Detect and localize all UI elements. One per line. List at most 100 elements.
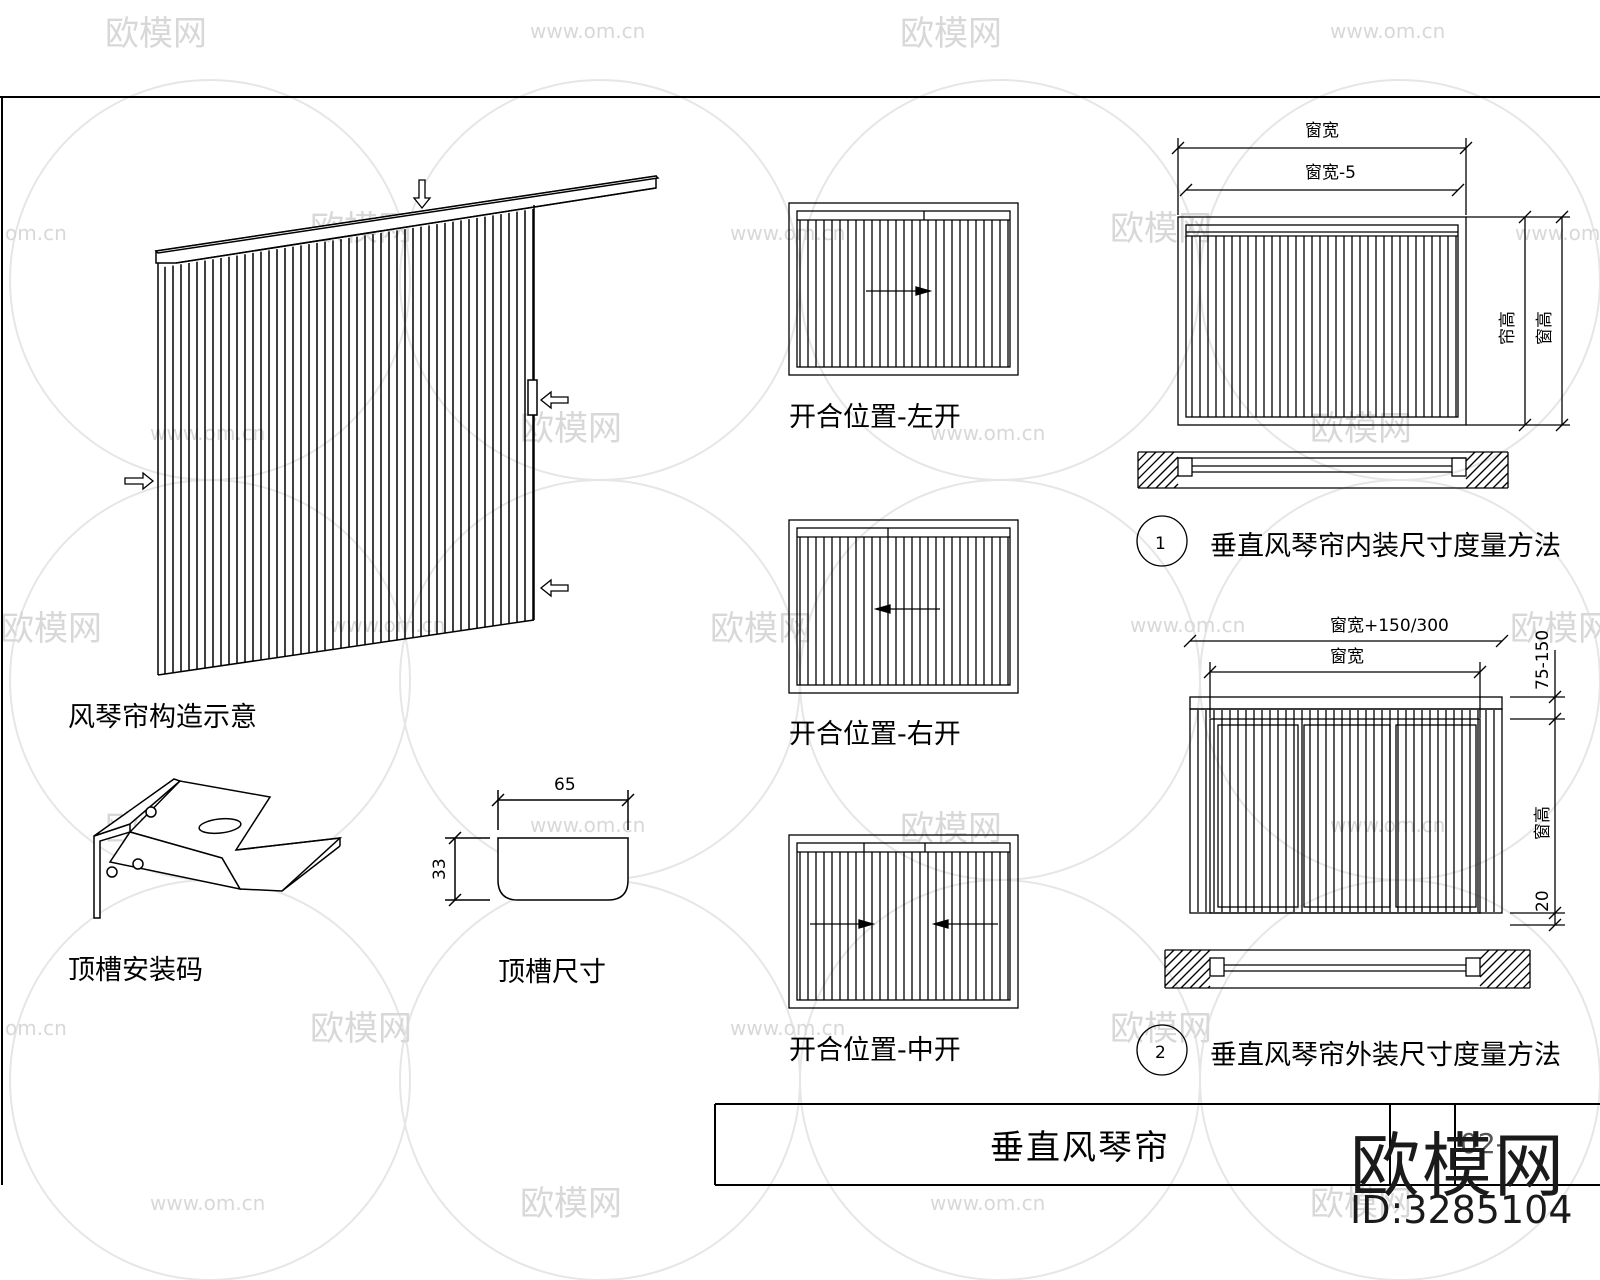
- arrow-left: [124, 471, 155, 491]
- inside-dim-width-minus: 窗宽-5: [1305, 163, 1356, 183]
- watermark-brand: 欧模网: [1510, 609, 1600, 649]
- bracket-label: 顶槽安装码: [68, 955, 203, 986]
- watermark-url: www.om.cn: [150, 1191, 265, 1215]
- wall-hatch: [1486, 949, 1526, 989]
- open-position-left-view: [788, 202, 1019, 376]
- inside-mount-title: 垂直风琴帘内装尺寸度量方法: [1210, 531, 1561, 562]
- watermark-url: om.cn: [5, 1016, 67, 1040]
- wall-hatch: [1465, 451, 1503, 489]
- wall-hatch: [1479, 949, 1517, 987]
- wall-hatch: [1164, 949, 1184, 969]
- wall-hatch: [1522, 980, 1531, 989]
- watermark-url: www.om.cn: [1130, 613, 1245, 637]
- mounting-bracket: [93, 778, 343, 919]
- channel-dimension-drawing: [445, 790, 635, 907]
- wall-hatch: [1207, 985, 1211, 989]
- outside-mount-title: 垂直风琴帘外装尺寸度量方法: [1210, 1040, 1561, 1071]
- open-left-label: 开合位置-左开: [789, 402, 961, 433]
- watermark-brand: 欧模网: [1310, 1184, 1412, 1224]
- wall-hatch: [1189, 967, 1211, 989]
- open-right-label: 开合位置-右开: [789, 719, 961, 750]
- wall-hatch: [1198, 976, 1211, 989]
- watermark-brand: 欧模网: [520, 1184, 622, 1224]
- outside-dim-bottom: 20: [1533, 890, 1553, 912]
- wall-hatch: [1137, 451, 1148, 462]
- watermark-id: ID:3285104: [1350, 1188, 1573, 1232]
- wall-hatch: [1137, 451, 1166, 480]
- wall-hatch: [1137, 451, 1157, 471]
- wall-hatch: [1479, 949, 1490, 960]
- watermark-url: www.om.cn: [330, 613, 445, 637]
- direction-arrows: [124, 179, 569, 598]
- structure-label: 风琴帘构造示意: [68, 702, 257, 733]
- watermark-url: www.om.cn: [930, 421, 1045, 445]
- open-position-center-view: [788, 834, 1019, 1009]
- arrow-top: [412, 179, 432, 210]
- wall-hatch: [1495, 953, 1531, 989]
- watermark-url: www.om.cn: [930, 1191, 1045, 1215]
- arrow-right-upper: [539, 390, 569, 410]
- outside-dim-window-width: 窗宽: [1330, 647, 1364, 667]
- wall-hatch: [1513, 971, 1531, 989]
- wall-hatch: [1479, 949, 1499, 969]
- watermark-url: www.om.cn: [530, 19, 645, 43]
- wall-hatch: [1465, 451, 1476, 462]
- watermark-brand: 欧模网: [710, 609, 812, 649]
- wall-hatch: [1164, 949, 1193, 978]
- wall-hatch: [1137, 451, 1175, 489]
- watermark-logo: 欧模网: [1350, 1125, 1566, 1207]
- curtain-pleats: [164, 209, 534, 674]
- wall-hatch: [1492, 472, 1509, 489]
- channel-label: 顶槽尺寸: [498, 957, 606, 988]
- outside-mount-drawing: [1136, 634, 1565, 1076]
- inside-dim-window-height: 窗高: [1535, 311, 1555, 345]
- watermark-url: www.om.cn: [1515, 221, 1600, 245]
- watermark-brand: 欧模网: [0, 609, 102, 649]
- wall-hatch: [1474, 454, 1509, 489]
- channel-height-label: 33: [430, 858, 450, 880]
- inside-dim-window-width: 窗宽: [1305, 121, 1339, 141]
- wall-hatch: [1504, 962, 1531, 989]
- wall-hatch: [1171, 949, 1211, 989]
- sheet-border: [0, 96, 1600, 1185]
- outside-dim-width-plus: 窗宽+150/300: [1330, 616, 1449, 636]
- watermark-brand: 欧模网: [900, 809, 1002, 849]
- inside-mount-drawing: [1136, 138, 1570, 567]
- wall-hatch: [1479, 949, 1508, 978]
- watermark-brand: 欧模网: [1110, 1009, 1212, 1049]
- title-block: [714, 1103, 1600, 1186]
- inside-dim-curtain-height: 帘高: [1498, 311, 1518, 345]
- watermark-url: www.om.cn: [150, 421, 265, 445]
- wall-hatch: [1180, 958, 1211, 989]
- watermark-brand: 欧模网: [105, 14, 207, 54]
- drawing-title: 垂直风琴帘: [990, 1128, 1170, 1168]
- wall-hatch: [1483, 463, 1509, 489]
- wall-hatch: [1164, 474, 1179, 489]
- watermark-url: www.om.cn: [530, 813, 645, 837]
- watermark-brand: 欧模网: [1310, 409, 1412, 449]
- watermark-brand: 欧模网: [1110, 209, 1212, 249]
- watermark-url: www.om.cn: [730, 221, 845, 245]
- watermark-texts: 欧模网 www.om.cn 欧模网 www.om.cn 欧模网 om.cn ww…: [0, 14, 1600, 1224]
- wall-hatch: [1501, 481, 1509, 489]
- curtain-handle: [527, 379, 538, 416]
- channel-width-label: 65: [554, 775, 576, 795]
- wall-hatch: [1465, 451, 1485, 471]
- sheet-number: 02-: [1460, 1127, 1506, 1160]
- outside-dim-window-height: 窗高: [1533, 806, 1553, 840]
- watermark-url: om.cn: [5, 221, 67, 245]
- watermark-url: www.om.cn: [1330, 813, 1445, 837]
- arrow-right-lower: [539, 578, 569, 598]
- wall-hatch: [1465, 451, 1494, 480]
- wall-hatch: [1173, 483, 1179, 489]
- watermark-brand: 欧模网: [310, 1009, 412, 1049]
- wall-hatch: [1164, 949, 1202, 987]
- wall-hatch: [1155, 465, 1179, 489]
- open-position-right-view: [788, 519, 1019, 694]
- wall-hatch: [1164, 949, 1175, 960]
- open-center-label: 开合位置-中开: [789, 1035, 961, 1066]
- watermark-url: www.om.cn: [730, 1016, 845, 1040]
- wall-hatch: [1146, 456, 1179, 489]
- outside-dim-top: 75-150: [1533, 630, 1553, 690]
